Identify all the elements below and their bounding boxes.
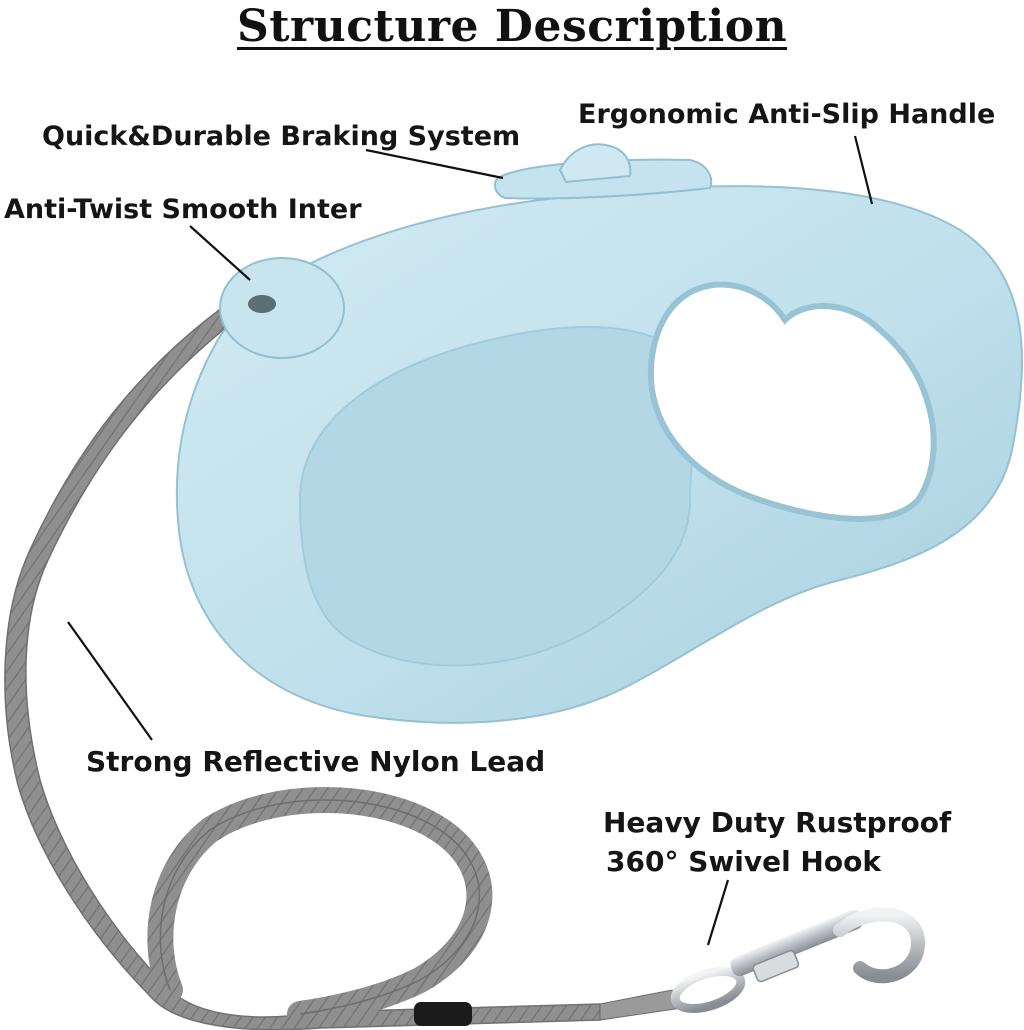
leader-handle [853,135,874,205]
leader-hook [706,879,730,946]
label-hook-line-1: Heavy Duty Rustproof [603,806,952,839]
handle-grip-hole [647,281,937,522]
label-nylon-lead: Strong Reflective Nylon Lead [86,745,546,778]
page-title: Structure Description [236,1,788,52]
label-anti-twist: Anti-Twist Smooth Inter [4,194,362,225]
hook-shank [730,909,863,977]
label-hook-line-2: 360° Swivel Hook [606,845,881,878]
housing-panel [298,325,696,667]
lead-outlet [219,257,345,359]
lead-exit-hole [248,295,276,313]
brake-button [558,143,632,184]
hook-clasp [833,907,925,984]
lead-loop-edge [159,799,481,1015]
nylon-lead [4,287,601,1030]
leader-braking [365,148,504,180]
hook-ring [670,967,746,1013]
leader-lines [67,135,874,946]
hook-swivel [752,949,800,983]
swivel-hook [599,907,925,1021]
leader-lead [67,621,153,741]
leader-twist [189,225,251,281]
label-braking-system: Quick&Durable Braking System [42,121,521,152]
lead-stopper [414,1002,472,1026]
label-anti-slip-handle: Ergonomic Anti-Slip Handle [578,99,996,130]
leash-body [175,143,1024,724]
